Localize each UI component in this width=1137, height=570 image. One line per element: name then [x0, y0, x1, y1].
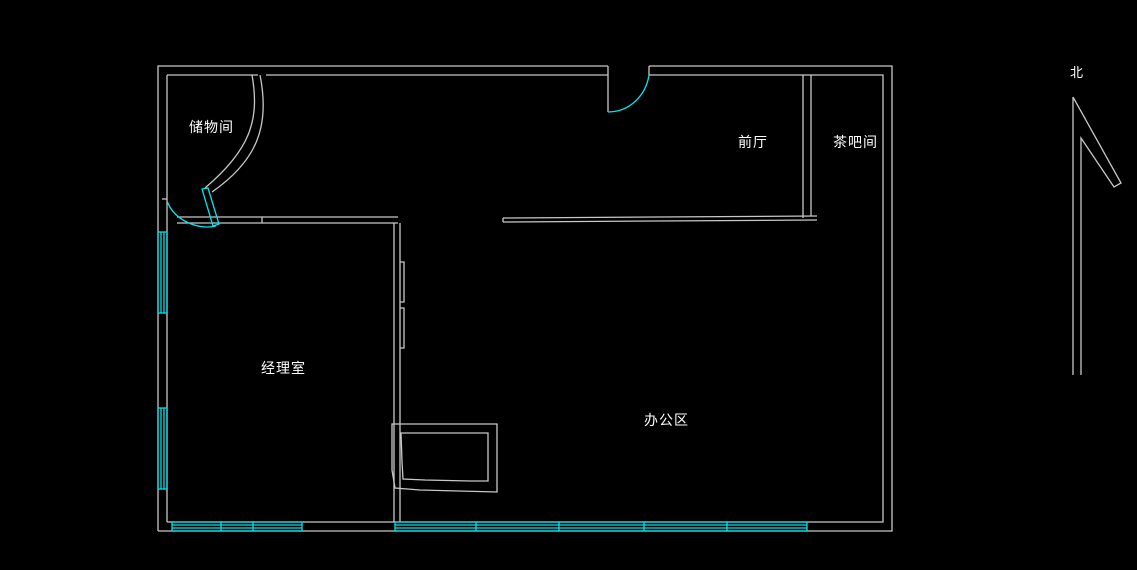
room-label-lobby: 前厅 — [738, 135, 768, 151]
north-arrow — [1072, 96, 1122, 375]
exterior-walls — [157, 65, 893, 532]
storage-door — [166, 187, 220, 228]
room-label-tea-room: 茶吧间 — [833, 135, 878, 151]
north-label: 北 — [1070, 66, 1085, 81]
room-label-manager-office: 经理室 — [261, 361, 306, 377]
room-label-office-area: 办公区 — [644, 413, 689, 429]
storage-partition-curve — [204, 74, 264, 193]
bottom-windows — [171, 521, 808, 532]
left-windows — [157, 231, 168, 490]
interior-walls — [177, 75, 818, 522]
entrance-door — [607, 74, 650, 113]
room-label-storage: 储物间 — [189, 120, 234, 136]
desk — [391, 423, 498, 493]
